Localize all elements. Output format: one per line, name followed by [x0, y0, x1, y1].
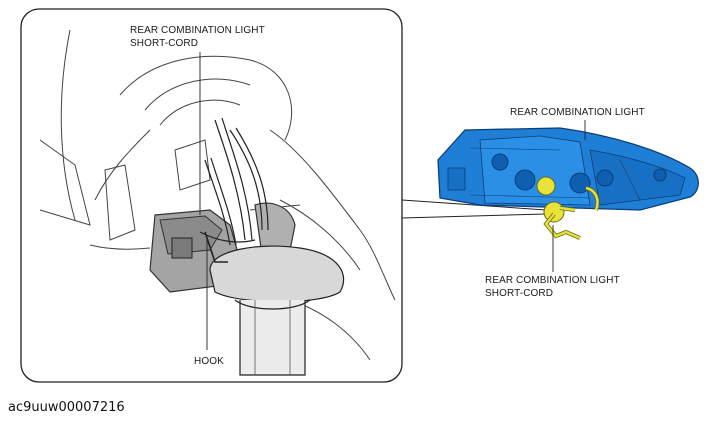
- document-id: ac9uuw00007216: [8, 400, 125, 415]
- leader-lines-detail: [199, 52, 208, 350]
- label-short-cord-right-line2: SHORT-CORD: [485, 288, 554, 299]
- label-short-cord-right-line1: REAR COMBINATION LIGHT: [485, 275, 620, 286]
- detail-view: [20, 8, 403, 383]
- detail-frame: [20, 8, 403, 383]
- label-hook: HOOK: [194, 356, 224, 367]
- leader-lines-main: [552, 120, 586, 272]
- callout-connectors: [401, 199, 547, 219]
- grommet: [209, 245, 345, 376]
- hook: [204, 231, 228, 263]
- label-rear-light: REAR COMBINATION LIGHT: [510, 107, 645, 118]
- label-short-cord-top-line2: SHORT-CORD: [130, 38, 199, 49]
- label-short-cord-top-line1: REAR COMBINATION LIGHT: [130, 25, 265, 36]
- connector-lock: [171, 237, 193, 259]
- short-cord-wires: [199, 117, 269, 246]
- short-cord-yellow: [536, 176, 600, 240]
- rear-combination-light: [437, 127, 699, 211]
- label-short-cord-right: REAR COMBINATION LIGHT SHORT-CORD: [485, 274, 620, 300]
- label-short-cord-top: REAR COMBINATION LIGHT SHORT-CORD: [130, 24, 265, 50]
